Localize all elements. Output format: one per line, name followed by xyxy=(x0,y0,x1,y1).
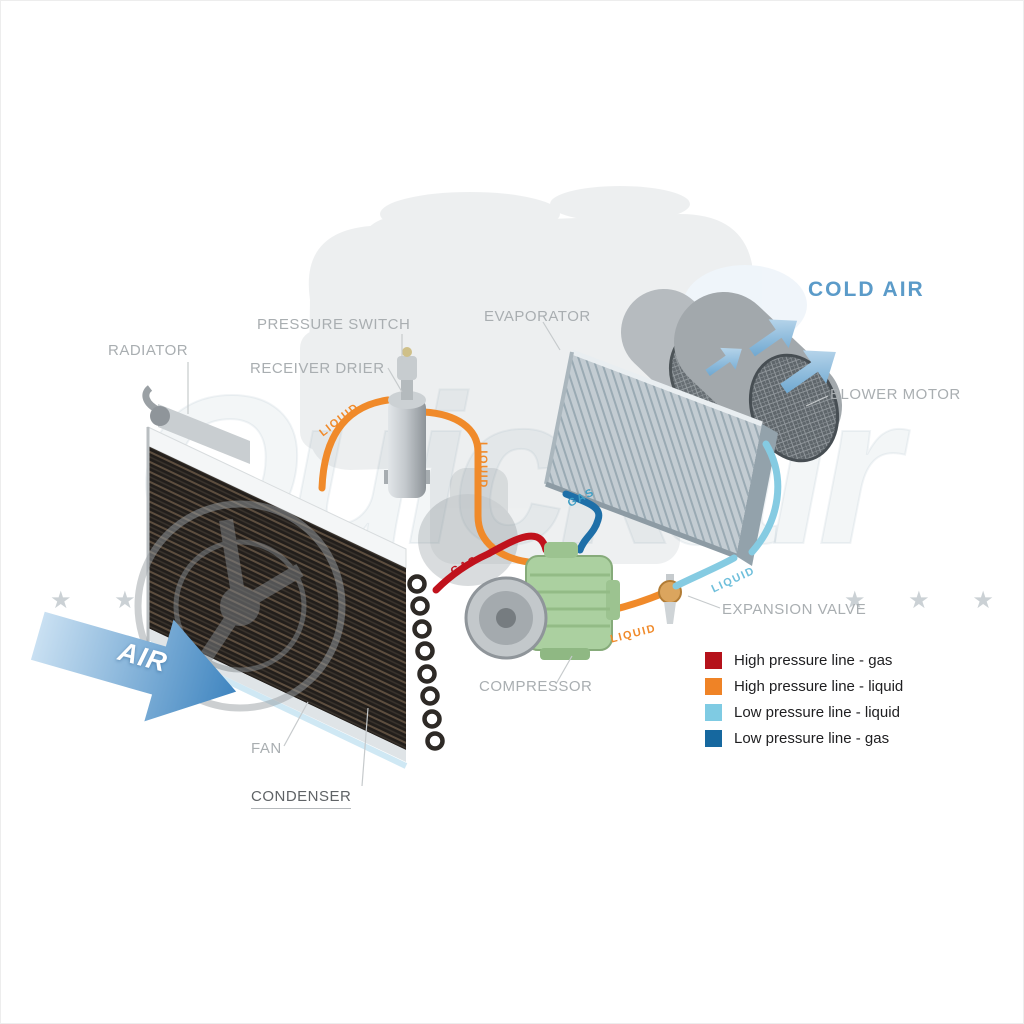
legend-row: High pressure line - liquid xyxy=(705,678,903,695)
condenser-coils xyxy=(407,574,445,751)
pipe-low-pressure-liquid xyxy=(672,554,738,590)
label-blower-motor: BLOWER MOTOR xyxy=(830,386,961,403)
cold-air-arrow xyxy=(780,350,836,394)
legend-row: High pressure line - gas xyxy=(705,652,903,669)
leader-blower-motor xyxy=(805,395,829,407)
legend-swatch-low-pressure-liquid xyxy=(705,704,722,721)
fan-graphic xyxy=(134,500,346,712)
label-condenser: CONDENSER xyxy=(251,788,352,809)
receiver-drier-graphic xyxy=(384,347,430,498)
compressor-pulley xyxy=(464,576,548,660)
leader-compressor xyxy=(555,655,573,685)
legend-label: High pressure line - liquid xyxy=(734,678,904,695)
pipe-low-pressure-loop xyxy=(748,440,782,556)
legend-label: Low pressure line - liquid xyxy=(734,704,900,721)
evaporator-graphic xyxy=(544,349,778,566)
pipe-low-pressure-gas xyxy=(562,490,603,554)
cold-air-arrows xyxy=(705,319,836,394)
label-compressor: COMPRESSOR xyxy=(479,678,593,695)
legend-row: Low pressure line - liquid xyxy=(705,704,903,721)
label-evaporator: EVAPORATOR xyxy=(484,308,591,325)
label-cold-air: COLD AIR xyxy=(808,278,925,301)
air-arrow xyxy=(30,611,237,722)
pipe-label-liquid-vertical: LIQUID xyxy=(477,442,489,489)
cold-air-arrow xyxy=(749,319,798,357)
label-radiator: RADIATOR xyxy=(108,342,189,359)
label-receiver-drier: RECEIVER DRIER xyxy=(250,360,385,377)
label-fan: FAN xyxy=(251,740,282,757)
pipe-high-pressure-gas xyxy=(432,532,550,594)
leader-receiver-drier xyxy=(387,367,403,393)
compressor-graphic xyxy=(464,542,620,660)
legend-label: High pressure line - gas xyxy=(734,652,893,669)
radiator-graphic xyxy=(142,385,250,464)
label-pressure-switch: PRESSURE SWITCH xyxy=(257,316,411,333)
leader-evaporator xyxy=(542,321,561,351)
pressure-switch-graphic xyxy=(397,347,417,380)
expansion-valve-graphic xyxy=(658,574,682,624)
leader-lines xyxy=(187,321,829,787)
legend-swatch-high-pressure-gas xyxy=(705,652,722,669)
legend-swatch-low-pressure-gas xyxy=(705,730,722,747)
legend-label: Low pressure line - gas xyxy=(734,730,890,747)
leader-expansion-valve xyxy=(687,595,721,609)
label-expansion-valve: EXPANSION VALVE xyxy=(722,601,867,618)
legend-swatch-high-pressure-liquid xyxy=(705,678,722,695)
leader-fan xyxy=(283,701,309,747)
legend-row: Low pressure line - gas xyxy=(705,730,903,747)
engine-pipe-ghost xyxy=(418,468,518,586)
cold-air-arrow xyxy=(705,347,742,377)
legend: High pressure line - gas High pressure l… xyxy=(705,652,903,756)
leader-condenser xyxy=(361,707,369,787)
